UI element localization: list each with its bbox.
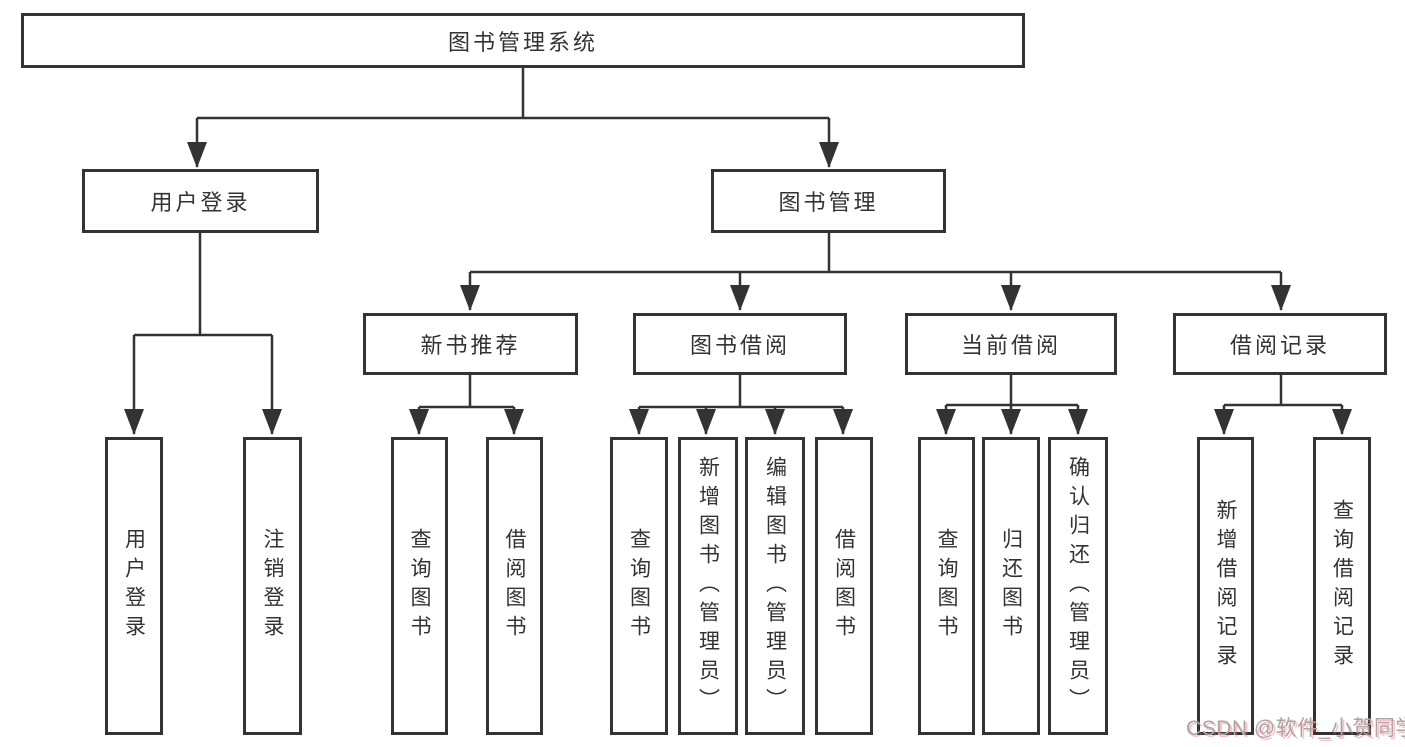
watermark: CSDN @软件_小贺同学 (1186, 717, 1405, 740)
leaf-label: 借阅图书 (832, 528, 856, 644)
leaf-borrow-books-recommend: 借阅图书 (486, 437, 543, 735)
node-book-borrowing: 图书借阅 (633, 313, 847, 375)
leaf-label: 注销登录 (261, 528, 284, 644)
leaf-add-borrow-record: 新增借阅记录 (1197, 437, 1254, 735)
leaf-label: 查询借阅记录 (1330, 499, 1354, 673)
leaf-label: 新增借阅记录 (1214, 499, 1237, 673)
leaf-confirm-return-admin: 确认归还（管理员） (1048, 437, 1108, 735)
leaf-user-login: 用户登录 (105, 437, 163, 735)
node-root: 图书管理系统 (21, 13, 1025, 68)
leaf-add-book-admin: 新增图书（管理员） (678, 437, 738, 735)
leaf-edit-book-admin: 编辑图书（管理员） (745, 437, 805, 735)
leaf-label: 借阅图书 (503, 528, 526, 644)
leaf-label: 查询图书 (627, 528, 651, 644)
leaf-label: 查询图书 (935, 528, 958, 644)
leaf-query-books-borrowing: 查询图书 (610, 437, 668, 735)
leaf-query-books-recommend: 查询图书 (391, 437, 448, 735)
leaf-query-borrow-record: 查询借阅记录 (1313, 437, 1371, 735)
leaf-label: 确认归还（管理员） (1066, 455, 1090, 717)
node-current-borrowing: 当前借阅 (905, 313, 1117, 375)
leaf-label: 新增图书（管理员） (696, 455, 720, 717)
leaf-query-books-current: 查询图书 (918, 437, 975, 735)
leaf-borrow-books-borrowing: 借阅图书 (815, 437, 873, 735)
node-new-book-recommend: 新书推荐 (363, 313, 578, 375)
node-borrowing-records: 借阅记录 (1173, 313, 1387, 375)
node-user-login: 用户登录 (82, 169, 319, 233)
leaf-logout: 注销登录 (243, 437, 302, 735)
node-book-management: 图书管理 (711, 169, 946, 233)
leaf-label: 归还图书 (999, 528, 1023, 644)
leaf-label: 用户登录 (122, 528, 146, 644)
leaf-return-books: 归还图书 (982, 437, 1040, 735)
leaf-label: 查询图书 (408, 528, 431, 644)
leaf-label: 编辑图书（管理员） (763, 455, 787, 717)
